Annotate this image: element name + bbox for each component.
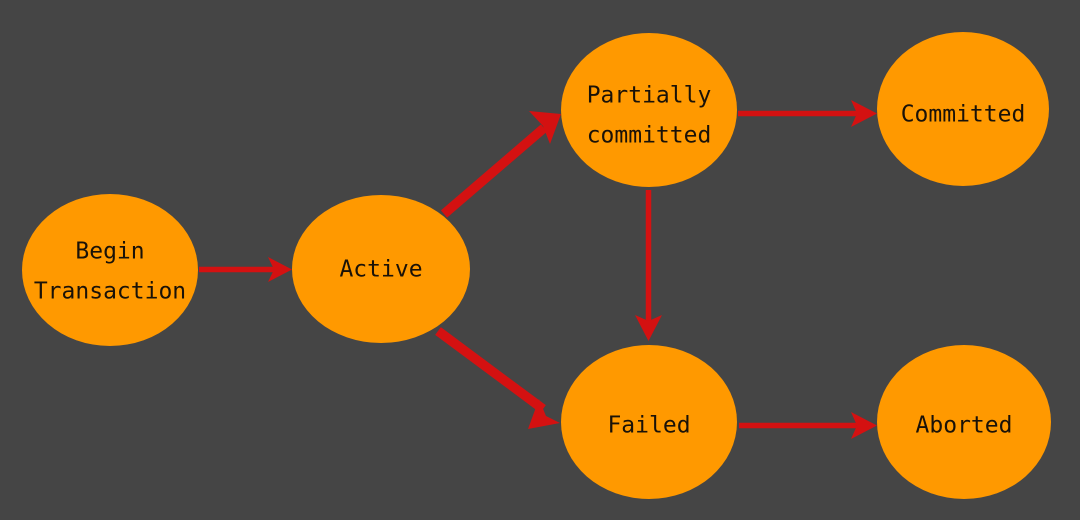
edge-partially-committed-to-failed[interactable] xyxy=(635,190,662,341)
node-label-line1: Aborted xyxy=(916,413,1013,439)
node-shape xyxy=(561,345,737,499)
node-partially-committed[interactable]: Partially committed xyxy=(561,33,737,187)
node-shape xyxy=(561,33,737,187)
edge-partially-committed-to-committed[interactable] xyxy=(738,100,877,127)
node-label-line2: Transaction xyxy=(34,279,186,305)
node-active[interactable]: Active xyxy=(292,195,470,343)
node-shape xyxy=(877,32,1049,186)
node-shape xyxy=(292,195,470,343)
node-label-line1: Begin xyxy=(75,239,144,265)
edge-shaft xyxy=(435,327,546,413)
node-shape xyxy=(22,194,198,346)
arrowhead-icon xyxy=(851,100,877,127)
node-label-line1: Failed xyxy=(607,413,690,439)
edge-begin-to-active[interactable] xyxy=(199,257,292,282)
arrowhead-icon xyxy=(528,399,560,429)
node-label-line1: Active xyxy=(339,257,422,283)
node-failed[interactable]: Failed xyxy=(561,345,737,499)
arrowhead-icon xyxy=(635,315,662,341)
node-begin-transaction[interactable]: Begin Transaction xyxy=(22,194,198,346)
node-committed[interactable]: Committed xyxy=(877,32,1049,186)
edge-failed-to-aborted[interactable] xyxy=(739,412,877,439)
node-label-line1: Partially xyxy=(587,83,712,109)
node-aborted[interactable]: Aborted xyxy=(877,345,1051,499)
arrowhead-icon xyxy=(268,257,292,282)
edge-active-to-partially-committed[interactable] xyxy=(440,111,561,218)
edge-active-to-failed[interactable] xyxy=(435,327,560,429)
arrowhead-icon xyxy=(851,412,877,439)
node-shape xyxy=(877,345,1051,499)
edge-shaft xyxy=(440,124,548,218)
node-label-line1: Committed xyxy=(901,102,1026,128)
arrowhead-icon xyxy=(529,111,561,144)
node-label-line2: committed xyxy=(587,123,712,149)
